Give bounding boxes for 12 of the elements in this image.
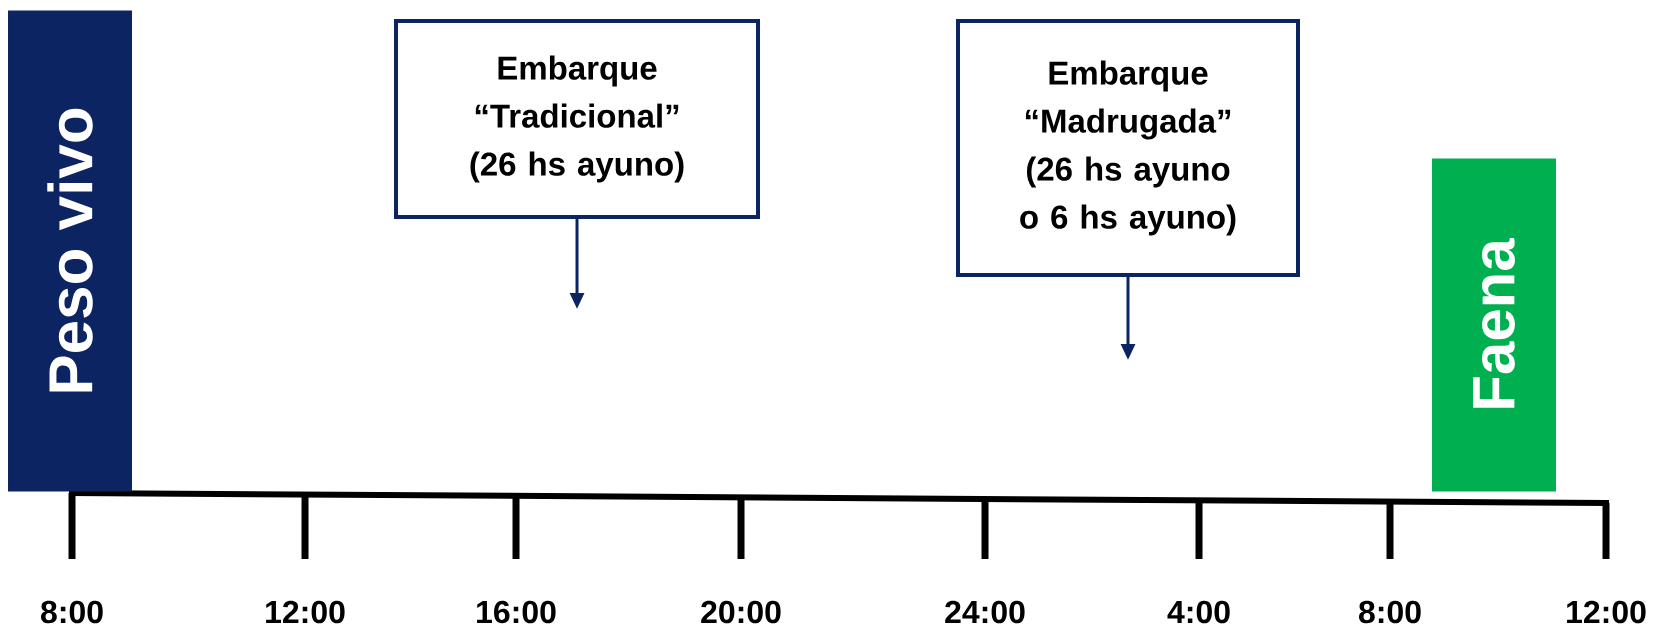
time-label: 8:00: [1359, 600, 1421, 624]
time-label: 20:00: [701, 600, 781, 624]
faena-bar: Faena: [1432, 158, 1556, 492]
time-label: 4:00: [1167, 600, 1230, 624]
time-label: 12:00: [1567, 600, 1646, 624]
time-label: 8:00: [41, 600, 103, 624]
time-label: 12:00: [266, 600, 345, 624]
callout-box: Embarque “Tradicional” (26 hs ayuno): [394, 19, 760, 219]
peso-vivo-bar: Peso vivo: [8, 10, 132, 492]
time-label: 24:00: [945, 600, 1025, 624]
time-label: 16:00: [477, 600, 556, 624]
callout-box: Embarque “Madrugada” (26 hs ayuno o 6 hs ayuno): [956, 19, 1300, 277]
